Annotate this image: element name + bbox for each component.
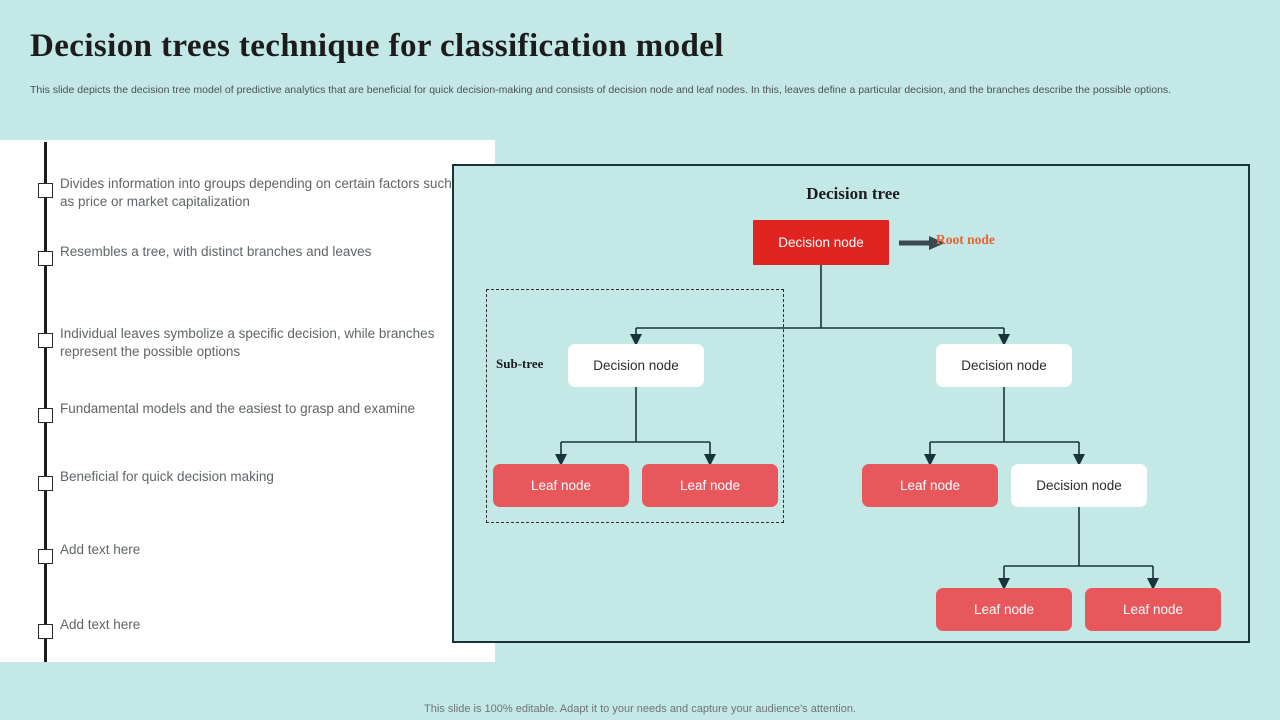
node-leaf-bottom-1[interactable]: Leaf node (936, 588, 1072, 631)
bullet-list-panel (0, 140, 495, 662)
root-node-callout-label: Root node (936, 232, 995, 247)
bullet-marker-icon (38, 624, 53, 639)
subtree-boundary (486, 289, 784, 523)
arrow-right-icon (899, 236, 945, 250)
node-leaf-left-2[interactable]: Leaf node (642, 464, 778, 507)
list-item-label: Add text here (60, 617, 141, 632)
bullet-marker-icon (38, 183, 53, 198)
list-item-label: Fundamental models and the easiest to gr… (60, 401, 415, 416)
diagram-title: Decision tree (806, 184, 900, 203)
node-decision-left[interactable]: Decision node (568, 344, 704, 387)
bullet-marker-icon (38, 251, 53, 266)
decision-tree-diagram: Decision tree (452, 164, 1250, 643)
list-item-label: Beneficial for quick decision making (60, 469, 274, 484)
connector-lines (555, 265, 1159, 590)
footer-note: This slide is 100% editable. Adapt it to… (424, 703, 856, 715)
bullet-marker-icon (38, 333, 53, 348)
node-leaf-left-1[interactable]: Leaf node (493, 464, 629, 507)
bullet-marker-icon (38, 408, 53, 423)
subtree-label: Sub-tree (496, 356, 544, 371)
list-item-label: Add text here (60, 542, 141, 557)
timeline-rail (44, 142, 47, 662)
list-item-label: Resembles a tree, with distinct branches… (60, 244, 372, 259)
node-root-decision[interactable]: Decision node (753, 220, 889, 265)
bullet-marker-icon (38, 549, 53, 564)
node-decision-right-2[interactable]: Decision node (1011, 464, 1147, 507)
list-item-label: Divides information into groups dependin… (60, 176, 452, 209)
list-item-label: Individual leaves symbolize a specific d… (60, 326, 435, 359)
page-subtitle: This slide depicts the decision tree mod… (30, 84, 1172, 96)
node-decision-right[interactable]: Decision node (936, 344, 1072, 387)
node-leaf-right-1[interactable]: Leaf node (862, 464, 998, 507)
bullet-marker-icon (38, 476, 53, 491)
page-title: Decision trees technique for classificat… (30, 28, 724, 64)
node-leaf-bottom-2[interactable]: Leaf node (1085, 588, 1221, 631)
